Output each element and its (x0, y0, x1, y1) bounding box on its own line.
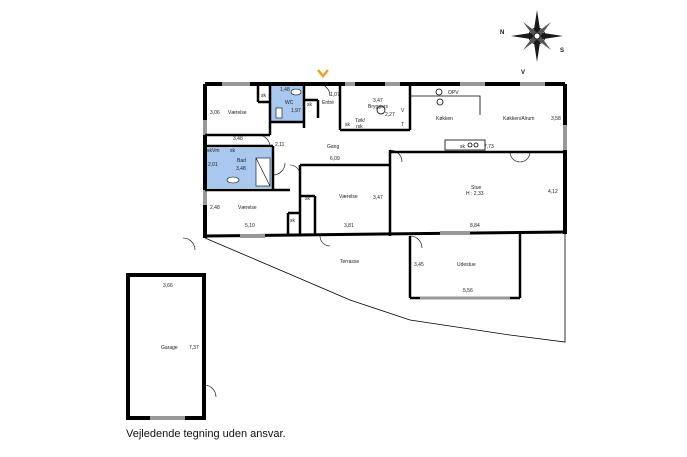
compass-rose-icon (511, 10, 563, 62)
dim-bryggers-b: 2,27 (385, 112, 395, 118)
interior-walls (205, 84, 565, 236)
room-label-terrasse: Terrasse (340, 259, 359, 265)
opv-label: OPV (448, 90, 459, 96)
dim-gang-a: 6,09 (330, 156, 340, 162)
compass-n-label: N (500, 30, 504, 36)
closet-label: sk (460, 144, 466, 150)
dim-vaerelse1-a: 3,06 (210, 110, 220, 116)
rsk-label: rsk (356, 124, 363, 130)
bathroom-fixtures (226, 88, 302, 187)
udestue-walls (408, 234, 522, 300)
dim-gang-b: 2,11 (275, 142, 285, 148)
dim-wc-b: 1,97 (291, 108, 301, 114)
compass-s-label: S (560, 48, 564, 54)
room-label-vaerelse3: Værelse (339, 194, 358, 200)
entrance-marker-icon (317, 69, 329, 78)
v-label: V (401, 108, 405, 114)
dim-garage-a: 3,66 (163, 283, 173, 289)
task-label: Tøk/ (355, 118, 366, 124)
closet-label: sk (305, 196, 311, 202)
compass-v-label: V (521, 70, 525, 76)
room-label-bryggers: Bryggers (368, 104, 389, 110)
dim-udestue-b: 5,56 (463, 288, 473, 294)
terrasse-outline (204, 234, 566, 343)
room-height-stue: H : 2,33 (466, 191, 484, 197)
garage-walls (126, 273, 217, 420)
closet-label: sk (307, 102, 313, 108)
dim-koekken-alrum-b: 7,73 (484, 144, 494, 150)
closet-label: sk (290, 218, 296, 224)
dim-wc-a: 1,48 (280, 87, 290, 93)
closet-label: sk (345, 122, 351, 128)
dim-vaerelse2-a: 2,48 (210, 205, 220, 211)
t-label: T (401, 122, 404, 128)
dim-bryggers-a: 3,47 (373, 98, 383, 104)
dim-stue-b: 8,84 (470, 223, 480, 229)
room-label-udestue: Udestue (457, 262, 476, 268)
vm-label: Vm (212, 148, 220, 154)
disclaimer-caption: Vejledende tegning uden ansvar. (126, 428, 286, 440)
closet-label: sk (207, 148, 213, 154)
closet-label: sk (261, 93, 267, 99)
dim-bad-a: 2,01 (208, 162, 218, 168)
room-label-garage: Garage (161, 345, 178, 351)
dim-koekken-alrum-a: 3,58 (551, 116, 561, 122)
dim-garage-b: 7,37 (189, 345, 199, 351)
room-label-koekken: Køkken (436, 116, 453, 122)
dim-stue-a: 4,12 (548, 189, 558, 195)
room-label-stue: Stue (471, 185, 482, 191)
closet-label: sk (230, 148, 236, 154)
dim-entre-a: 1,07 (330, 92, 340, 98)
room-label-gang: Gang (327, 144, 339, 150)
room-label-entre: Entré (322, 100, 334, 106)
room-label-vaerelse2: Værelse (238, 205, 257, 211)
room-label-koekken-alrum: Køkken/Alrum (503, 116, 534, 122)
dim-bad-b: 3,48 (236, 166, 246, 172)
room-label-bad: Bad (237, 158, 246, 164)
dim-vaerelse3-b: 3,81 (344, 223, 354, 229)
room-label-vaerelse1: Værelse (228, 110, 247, 116)
dim-udestue-a: 3,45 (414, 262, 424, 268)
dim-vaerelse3-a: 3,47 (373, 195, 383, 201)
dim-vaerelse1-b: 3,48 (233, 136, 243, 142)
room-label-wc: WC (285, 100, 294, 106)
door-swings (182, 83, 531, 251)
windows (203, 82, 567, 238)
kitchen-counter (376, 88, 486, 151)
dim-vaerelse2-b: 5,10 (245, 223, 255, 229)
